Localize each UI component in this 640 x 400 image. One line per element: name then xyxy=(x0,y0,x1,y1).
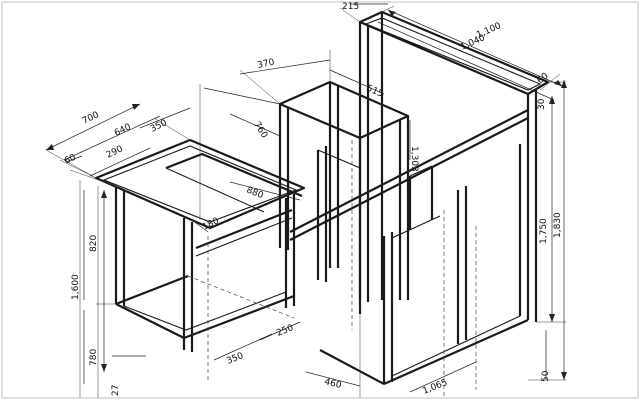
dim-1600: 1,600 xyxy=(71,274,81,300)
dim-50: 50 xyxy=(541,370,551,382)
dim-30-top: 30 xyxy=(537,98,547,110)
dim-215: 215 xyxy=(342,2,359,12)
extension-lines xyxy=(45,5,566,398)
left-module-frame xyxy=(94,138,306,380)
right-cabinet-frame xyxy=(289,10,550,398)
dim-760: 760 xyxy=(251,120,269,140)
center-module-frame xyxy=(278,80,410,314)
dim-1303: 1,303 xyxy=(409,146,419,172)
dim-460: 460 xyxy=(323,377,342,391)
dim-880: 880 xyxy=(245,186,265,202)
dim-640: 640 xyxy=(113,122,133,139)
dim-820: 820 xyxy=(89,235,99,252)
dim-370: 370 xyxy=(257,58,276,71)
dim-27: 27 xyxy=(111,385,121,396)
dim-60-top: 60 xyxy=(536,71,551,86)
dimension-lines xyxy=(45,3,565,393)
dim-350-top: 350 xyxy=(149,118,169,135)
dim-780: 780 xyxy=(89,349,99,366)
arrowheads xyxy=(46,10,567,380)
dim-1830: 1,830 xyxy=(553,212,563,238)
dim-1750: 1,750 xyxy=(539,218,549,244)
dim-290: 290 xyxy=(105,144,125,161)
dim-60: 60 xyxy=(63,153,78,167)
